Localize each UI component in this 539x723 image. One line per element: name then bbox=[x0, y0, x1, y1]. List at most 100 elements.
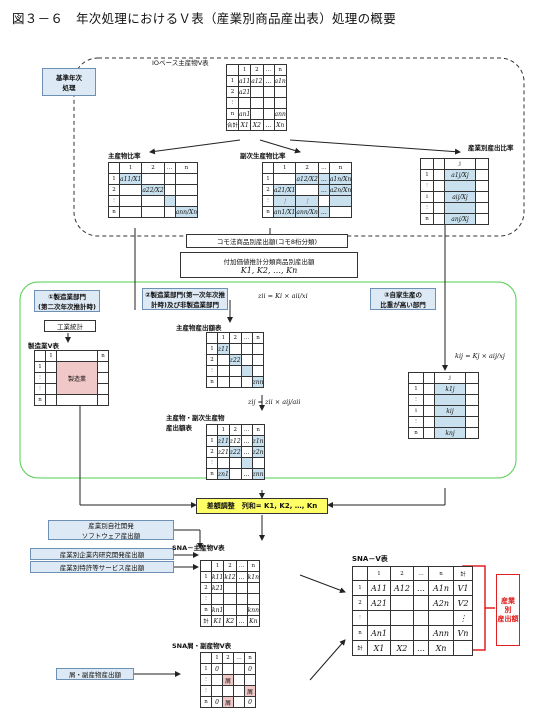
table-cell bbox=[56, 394, 98, 406]
table-cell: n bbox=[246, 560, 260, 572]
sub-ratio-label: 副次生産物比率 bbox=[240, 152, 286, 160]
table-cell bbox=[433, 191, 445, 203]
table-cell: znn bbox=[251, 376, 265, 388]
table-cell bbox=[228, 457, 242, 469]
table-cell: ⋮ bbox=[408, 394, 424, 406]
table-cell bbox=[206, 332, 218, 344]
table-cell bbox=[317, 195, 330, 207]
table-cell: 屑 bbox=[222, 696, 234, 708]
table-cell: 2 bbox=[225, 86, 240, 98]
table-cell bbox=[272, 173, 297, 185]
table-cell: A12 bbox=[390, 580, 414, 596]
table-cell bbox=[423, 427, 435, 439]
table-cell: zn1 bbox=[217, 468, 230, 480]
table-cell: ⋮ bbox=[34, 372, 46, 384]
table-cell: j bbox=[444, 158, 476, 170]
table-cell: 2 bbox=[206, 354, 218, 366]
table-cell: z1n bbox=[251, 435, 265, 447]
table-cell: 1 bbox=[217, 332, 230, 344]
table-cell bbox=[163, 206, 176, 218]
table-cell: 1 bbox=[211, 652, 223, 664]
table-cell: ann/Xn bbox=[295, 206, 319, 218]
table-cell: n bbox=[420, 213, 434, 225]
table-cell: n bbox=[273, 64, 287, 76]
table-cell bbox=[250, 97, 264, 109]
table-cell bbox=[251, 343, 265, 355]
table-cell: n bbox=[428, 566, 454, 581]
table-cell: 1 bbox=[367, 566, 391, 581]
table-cell bbox=[97, 383, 109, 395]
table-cell bbox=[475, 180, 489, 192]
table-cell: A21 bbox=[367, 595, 391, 611]
table-cell: a12/X2 bbox=[295, 173, 319, 185]
table-cell bbox=[413, 595, 429, 611]
table-cell bbox=[235, 582, 248, 594]
table-cell: ⋮ bbox=[408, 416, 424, 428]
table-cell: j bbox=[434, 372, 466, 384]
table-cell: a21/X1 bbox=[272, 184, 297, 196]
table-cell bbox=[465, 427, 479, 439]
table-cell: … bbox=[317, 173, 330, 185]
software-box: 産業別自社開発 ソフトウェア産出額 bbox=[48, 520, 174, 540]
table-cell bbox=[328, 206, 353, 218]
table-cell: ⋮ bbox=[200, 674, 212, 686]
formula3: kij = Kj × aij/xj bbox=[455, 352, 505, 360]
table-cell: 計 bbox=[352, 640, 368, 656]
table-cell: … bbox=[240, 332, 253, 344]
table-cell: 合計 bbox=[225, 119, 240, 131]
table-cell: 1 bbox=[210, 560, 225, 572]
table-cell: kij bbox=[434, 405, 466, 417]
table-cell: z11 bbox=[217, 343, 230, 355]
table-cell: an1 bbox=[238, 108, 252, 120]
table-cell: 1 bbox=[408, 383, 424, 395]
table-cell bbox=[217, 457, 230, 469]
table-cell: … bbox=[240, 435, 253, 447]
table-cell: k1j bbox=[434, 383, 466, 395]
table-cell bbox=[273, 86, 287, 98]
table-cell bbox=[273, 97, 287, 109]
sna-main-label: SNA－主産物V表 bbox=[172, 544, 225, 552]
table-cell bbox=[453, 640, 473, 656]
table-cell bbox=[56, 350, 98, 362]
table-cell: 2 bbox=[206, 446, 218, 458]
table-cell: 1 bbox=[225, 75, 240, 87]
table-cell: V1 bbox=[453, 580, 473, 596]
table-cell: z2n bbox=[251, 446, 265, 458]
table-cell bbox=[295, 184, 319, 196]
table-cell: ⋮ bbox=[272, 195, 297, 207]
table-cell: aij/Xj bbox=[444, 191, 476, 203]
table-cell bbox=[163, 184, 176, 196]
table-cell: ⋮ bbox=[420, 202, 434, 214]
section1-box: ①製造業部門 (第二次年次推計時) bbox=[34, 290, 100, 312]
table-cell: ⋮ bbox=[262, 195, 274, 207]
table-cell bbox=[228, 468, 242, 480]
table-cell: 2 bbox=[262, 184, 274, 196]
table-cell: 1 bbox=[206, 435, 218, 447]
table-cell bbox=[433, 180, 445, 192]
table-cell: 0 bbox=[244, 696, 256, 708]
table-cell bbox=[217, 376, 230, 388]
table-cell bbox=[434, 394, 466, 406]
table-cell bbox=[206, 424, 218, 436]
table-cell: k21 bbox=[210, 582, 225, 594]
table-cell: n bbox=[108, 206, 120, 218]
sna-v-label: SNA－V表 bbox=[352, 555, 388, 563]
table-cell: 2 bbox=[200, 582, 212, 594]
table-cell: 1 bbox=[45, 350, 57, 362]
table-cell bbox=[118, 206, 143, 218]
table-cell bbox=[420, 158, 434, 170]
table-cell: a2n/Xn bbox=[328, 184, 353, 196]
table-cell: 計 bbox=[200, 615, 212, 627]
table-cell bbox=[141, 173, 165, 185]
table-cell: an1/X1 bbox=[272, 206, 297, 218]
table-cell bbox=[408, 372, 424, 384]
table-cell: n bbox=[244, 652, 256, 664]
table-cell: K2 bbox=[223, 615, 237, 627]
table-cell: n bbox=[200, 604, 212, 616]
scrap-box: 屑・副産物産出額 bbox=[56, 668, 134, 680]
table-cell: … bbox=[413, 640, 429, 656]
